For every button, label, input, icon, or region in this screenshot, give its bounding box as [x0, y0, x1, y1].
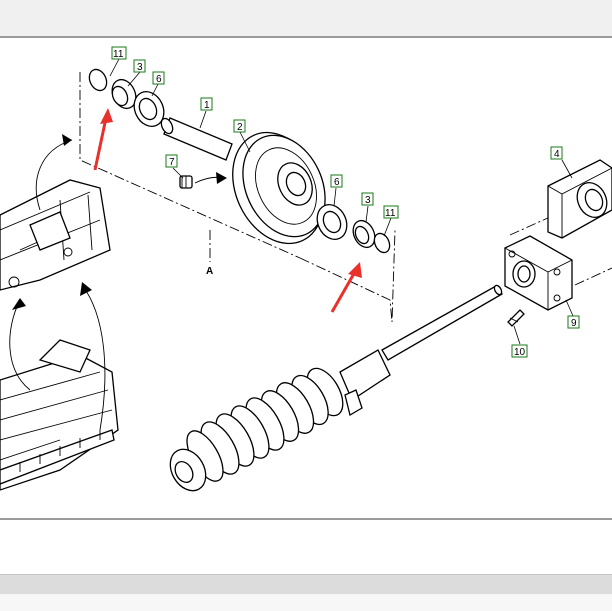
svg-text:1: 1: [204, 100, 210, 111]
spring-coils: [186, 367, 344, 482]
svg-text:7: 7: [169, 157, 175, 168]
snap-ring-11-upper: [88, 68, 108, 92]
callout-4: 4: [550, 146, 563, 160]
assembly-axis-lower: [299, 229, 396, 323]
callout-leaders: [109, 58, 574, 345]
track-frame-sketch: [0, 179, 111, 291]
callout-6-lower: 6: [330, 174, 343, 188]
assembly-axis-upper: [79, 72, 301, 259]
flow-arrows: [9, 134, 227, 431]
callout-11-lower: 11: [383, 205, 399, 219]
bearing-block-4: [547, 159, 612, 239]
svg-text:3: 3: [137, 62, 143, 73]
axis-right-lower: [574, 267, 612, 286]
idler-wheel-2: [232, 131, 326, 245]
highlight-arrows: [93, 108, 362, 313]
callout-3-upper: 3: [133, 59, 146, 73]
svg-text:11: 11: [113, 49, 124, 60]
svg-text:4: 4: [554, 149, 560, 160]
callout-11-upper: 11: [111, 46, 127, 60]
callout-7: 7: [165, 154, 178, 168]
svg-text:6: 6: [156, 74, 162, 85]
svg-text:10: 10: [514, 347, 526, 358]
svg-text:6: 6: [334, 177, 340, 188]
bolt-10: [507, 309, 525, 327]
view-label-a: A: [206, 266, 213, 277]
svg-text:9: 9: [571, 318, 577, 329]
callout-1: 1: [200, 97, 213, 111]
plug-7: [179, 175, 193, 189]
status-strip: [0, 594, 612, 611]
seal-6-lower: [316, 203, 348, 241]
callout-9: 9: [567, 315, 580, 329]
bushing-3-lower: [352, 219, 376, 249]
recoil-spring-assembly: [169, 349, 391, 492]
mounting-plate-9: [504, 235, 573, 311]
tensioner-rod: [381, 284, 503, 361]
callout-3-lower: 3: [361, 192, 374, 206]
seal-6-upper: [133, 90, 165, 128]
blank-area: [0, 520, 612, 574]
bushing-3-upper: [111, 78, 137, 110]
callout-2: 2: [233, 119, 246, 133]
toolbar-divider: [0, 36, 612, 38]
callout-6-upper: 6: [152, 71, 165, 85]
paver-machine-sketch: [0, 339, 119, 491]
snap-ring-11-lower: [373, 232, 391, 254]
svg-text:2: 2: [237, 122, 243, 133]
callout-10: 10: [511, 344, 528, 358]
shaft-1: [160, 117, 233, 161]
svg-text:3: 3: [365, 195, 371, 206]
svg-text:11: 11: [385, 208, 396, 219]
